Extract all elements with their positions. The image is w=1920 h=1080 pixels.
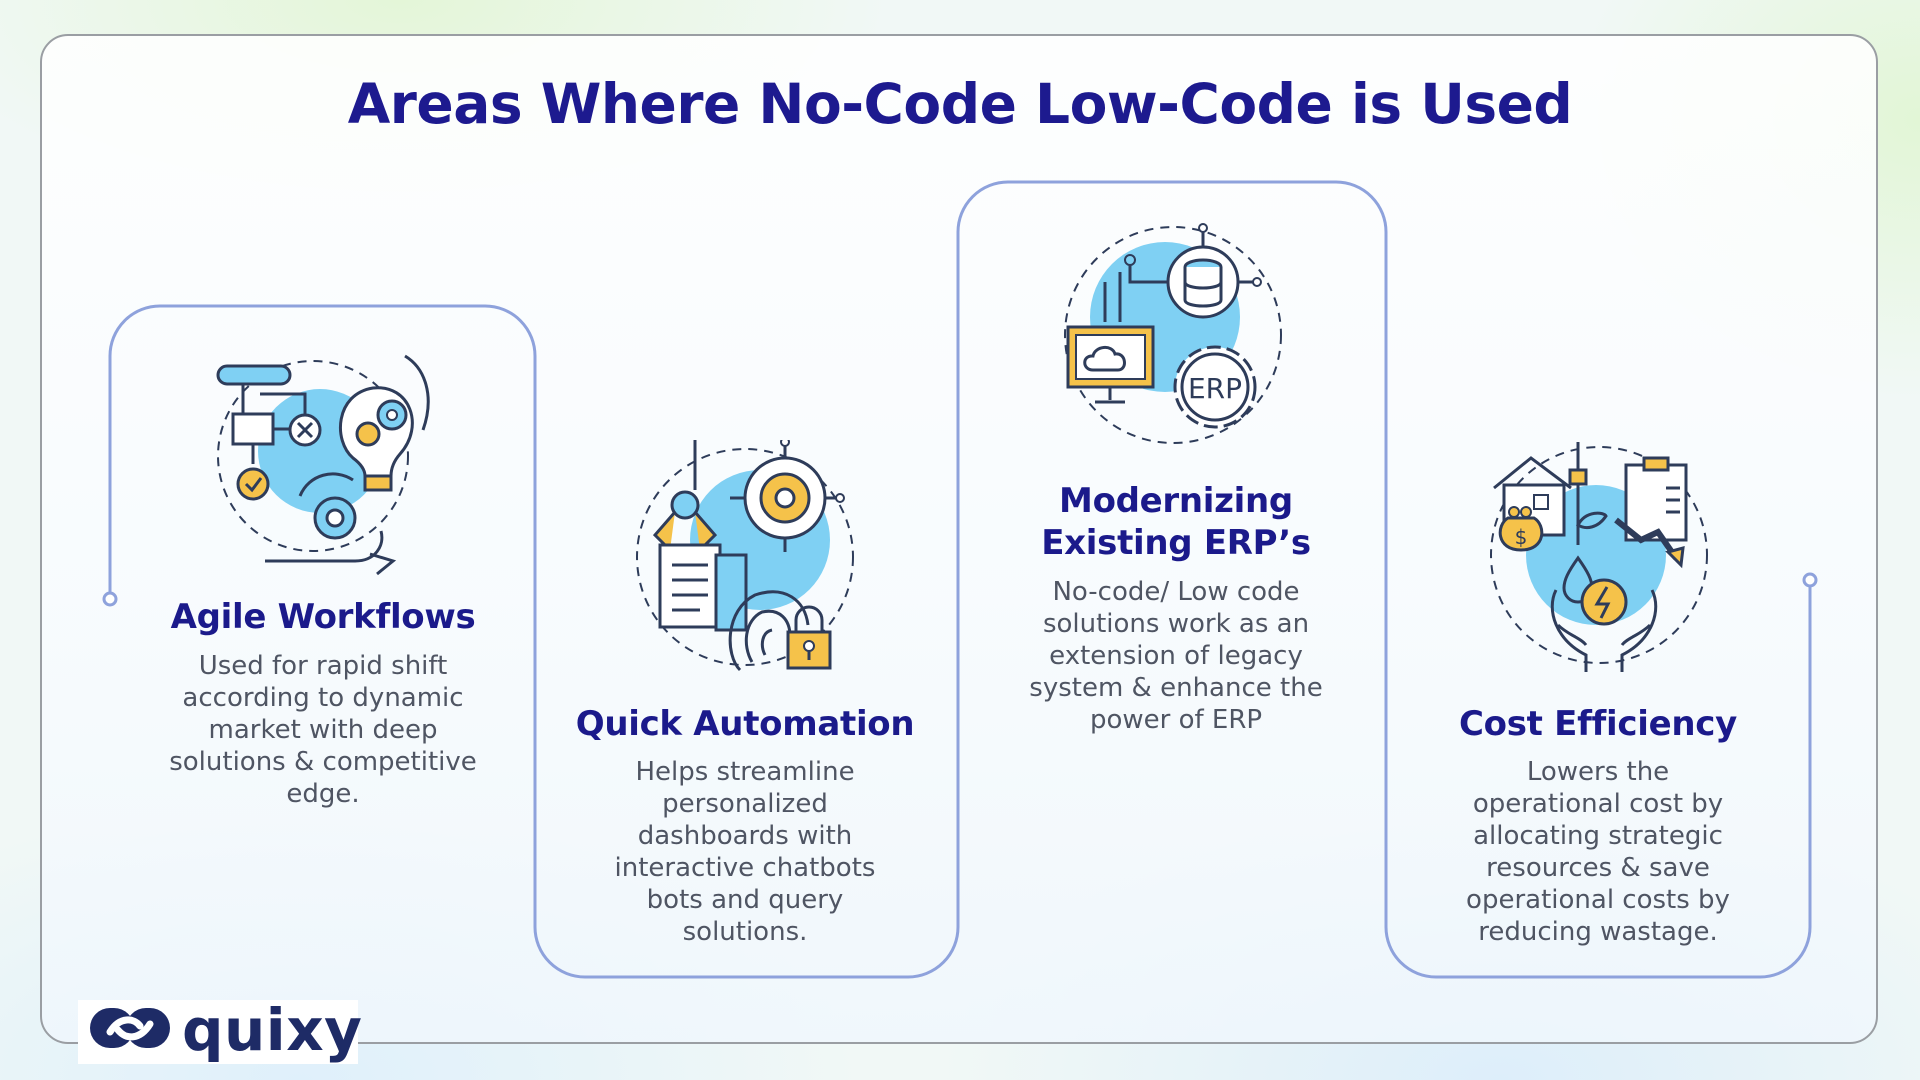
erp-gear-label: ERP [1188, 372, 1242, 405]
card-title: Cost Efficiency [1459, 704, 1737, 744]
page-title: Areas Where No-Code Low-Code is Used [347, 72, 1573, 136]
card-description: Helps streamline personalized dashboards… [614, 757, 876, 947]
card-title: Modernizing Existing ERP’s [1041, 481, 1311, 563]
card-title: Agile Workflows [170, 597, 476, 637]
robot-arm-gear-fingerprint-icon [636, 440, 854, 672]
card-description: Used for rapid shift according to dynami… [169, 651, 477, 809]
card-description: Lowers the operational cost by allocatin… [1466, 757, 1730, 947]
house-moneybag-chart-hands-icon: $ [1490, 442, 1708, 672]
dollar-sign: $ [1515, 525, 1528, 549]
card-title: Quick Automation [575, 704, 915, 744]
workflow-lightbulb-gears-icon [216, 354, 430, 576]
quixy-logo-icon [90, 1008, 170, 1048]
logo-wordmark[interactable]: quixy [182, 996, 363, 1064]
cloud-monitor-database-erp-gear-icon: ERP [1064, 223, 1282, 444]
card-description: No-code/ Low code solutions work as an e… [1029, 577, 1323, 735]
